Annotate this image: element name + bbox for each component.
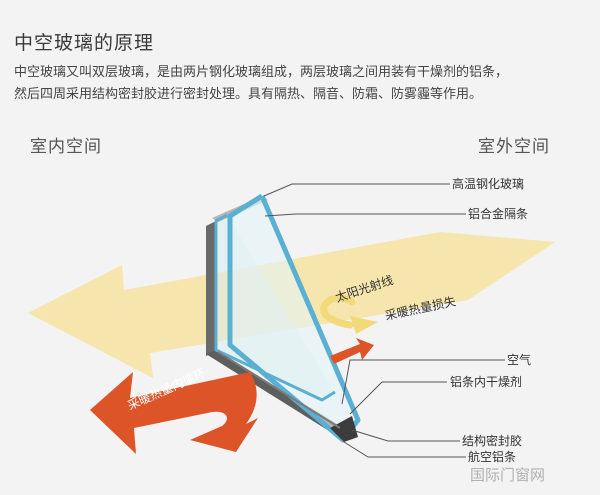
- callout-aluminum-strip: 航空铝条: [468, 449, 516, 464]
- description-line: 然后四周采用结构密封胶进行密封处理。具有隔热、隔音、防霜、防雾霾等作用。: [14, 87, 483, 102]
- outer-pane: [230, 196, 358, 440]
- description-line: 中空玻璃又叫双层玻璃，是由两片钢化玻璃组成，两层玻璃之间用装有干燥剂的铝条，: [14, 65, 509, 80]
- heat-loss-red-arrow: [330, 338, 374, 364]
- spacer-bottom-line: [217, 351, 341, 429]
- outdoor-space-label: 室外空间: [478, 137, 550, 157]
- glass-unit: [206, 193, 361, 443]
- leader-aluminum-strip: [343, 441, 466, 458]
- leader-aluminum-spacer: [264, 213, 466, 217]
- leader-air: [341, 359, 505, 405]
- sealant-corner: [330, 416, 358, 442]
- outer-glass-edge: [227, 193, 361, 443]
- inner-frame: [206, 221, 216, 356]
- callout-desiccant: 铝条内干燥剂: [450, 374, 522, 389]
- callout-tempered-glass: 高温钢化玻璃: [452, 176, 524, 191]
- callout-air: 空气: [507, 352, 531, 367]
- heat-loss-curve-arrow: [320, 294, 356, 329]
- watermark: 国际门窗网: [470, 466, 545, 484]
- leader-desiccant: [349, 381, 447, 415]
- inner-glass-edge: [214, 213, 336, 402]
- description: 中空玻璃又叫双层玻璃，是由两片钢化玻璃组成，两层玻璃之间用装有干燥剂的铝条， 然…: [14, 62, 589, 106]
- page-title: 中空玻璃的原理: [14, 32, 155, 54]
- heat-loss-arrowhead: [350, 316, 378, 334]
- callout-aluminum-spacer: 铝合金隔条: [468, 206, 528, 221]
- heat-circulation-arrow: [90, 372, 258, 454]
- leader-sealant: [351, 429, 460, 442]
- callout-sealant: 结构密封胶: [462, 433, 522, 448]
- leader-tempered-glass: [263, 183, 450, 197]
- indoor-space-label: 室内空间: [30, 137, 102, 157]
- callout-leaders: [263, 183, 505, 458]
